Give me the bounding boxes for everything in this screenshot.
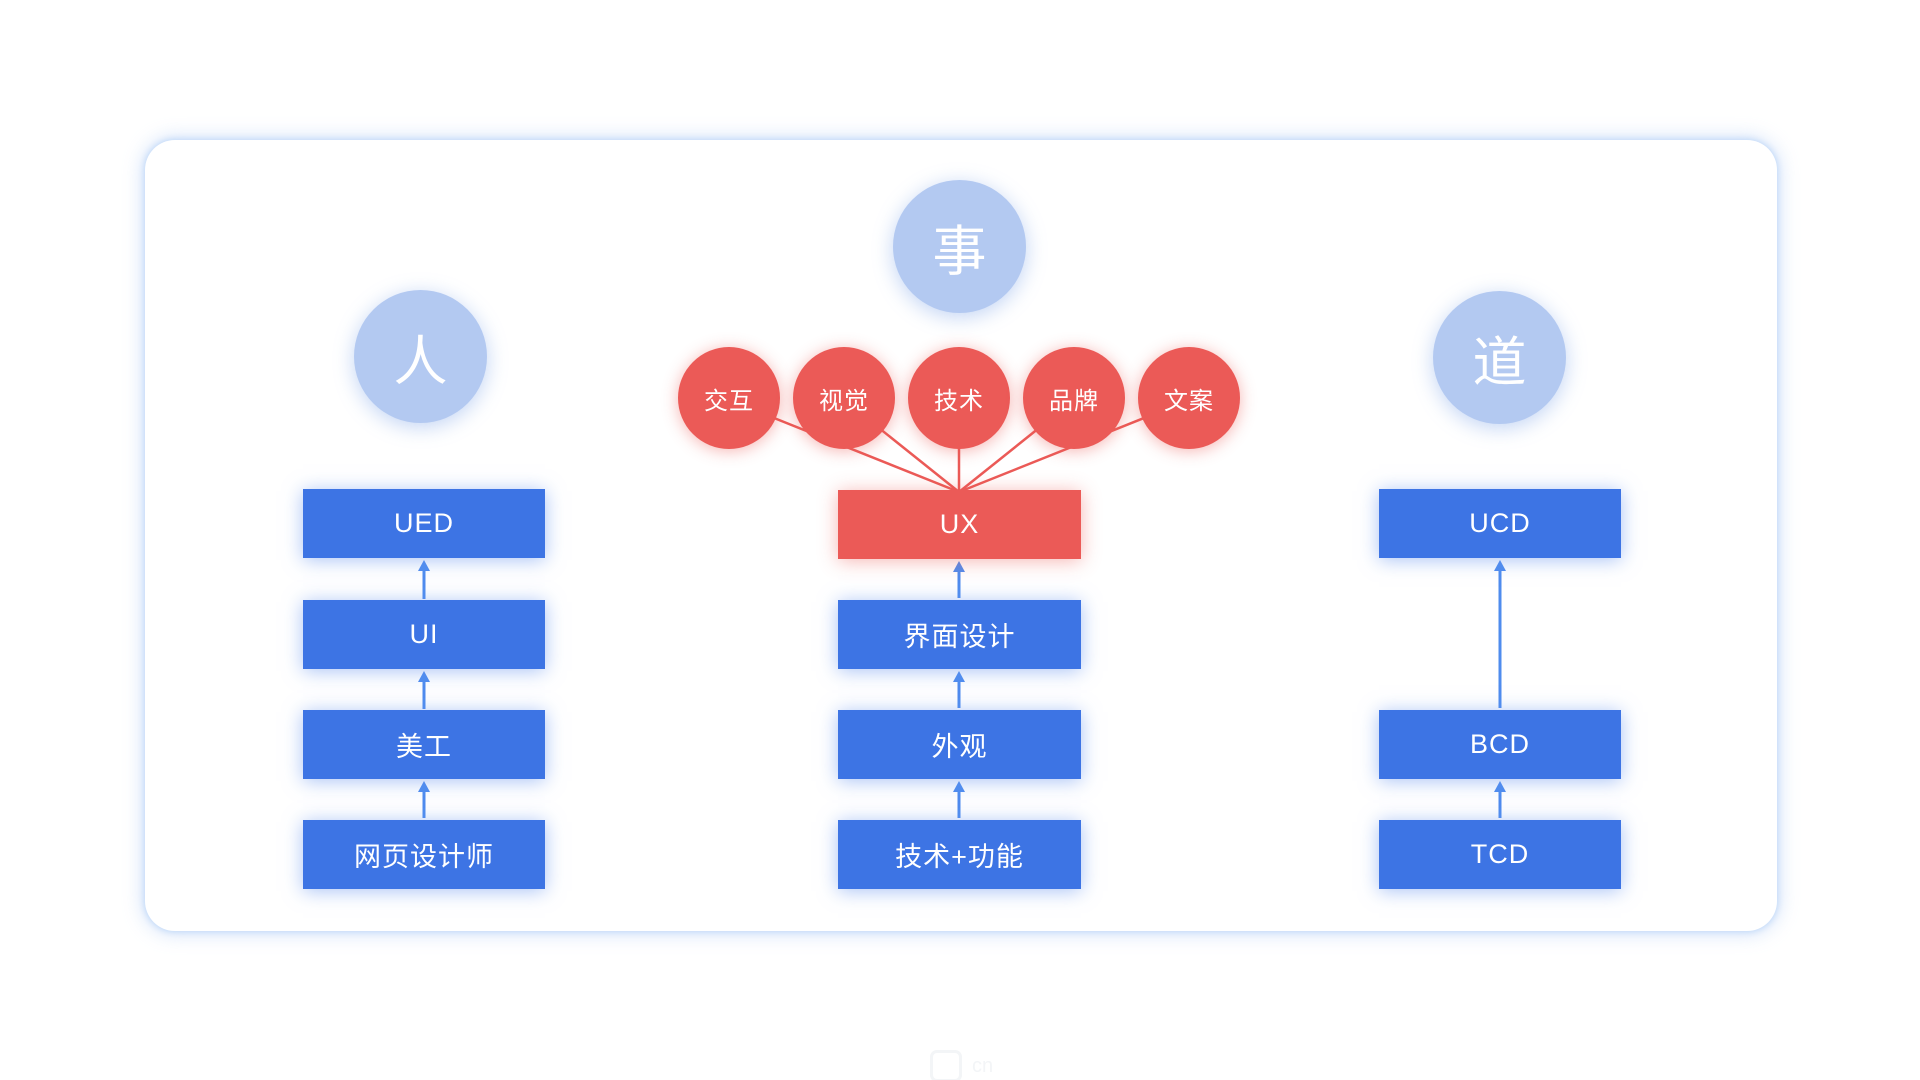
skill-circle-interaction-label: 交互 (704, 387, 754, 415)
node-ued-label: UED (393, 508, 454, 538)
node-tcd-label: TCD (1470, 839, 1530, 869)
skill-circle-copywriting: 文案 (1138, 347, 1240, 449)
node-web-designer-label: 网页设计师 (354, 842, 494, 872)
skill-circle-interaction: 交互 (678, 347, 780, 449)
concept-circle-matter: 事 (893, 180, 1026, 313)
concept-circle-person: 人 (354, 290, 487, 423)
watermark-logo-icon (930, 1050, 962, 1080)
node-interface-design-label: 界面设计 (903, 622, 1016, 652)
node-tcd: TCD (1379, 820, 1621, 889)
node-bcd-label: BCD (1469, 729, 1530, 759)
watermark: cn (930, 1050, 993, 1080)
node-ui-label: UI (409, 619, 439, 649)
node-ued: UED (303, 489, 545, 558)
node-appearance: 外观 (838, 710, 1081, 779)
skill-circle-copywriting-label: 文案 (1164, 387, 1214, 415)
node-ui: UI (303, 600, 545, 669)
node-artist: 美工 (303, 710, 545, 779)
watermark-text: cn (972, 1054, 994, 1077)
node-tech-function: 技术+功能 (838, 820, 1081, 889)
node-ucd-label: UCD (1469, 508, 1531, 538)
concept-circle-person-label: 人 (393, 332, 448, 392)
node-bcd: BCD (1379, 710, 1621, 779)
node-ux-hub: UX (838, 490, 1081, 559)
skill-circle-visual-label: 视觉 (819, 387, 869, 415)
node-artist-label: 美工 (396, 732, 452, 762)
concept-circle-matter-label: 事 (932, 222, 987, 282)
concept-circle-way-label: 道 (1472, 333, 1527, 393)
node-web-designer: 网页设计师 (303, 820, 545, 889)
skill-circle-brand: 品牌 (1023, 347, 1125, 449)
skill-circle-technology: 技术 (908, 347, 1010, 449)
node-ux-hub-label: UX (939, 509, 980, 539)
skill-circle-technology-label: 技术 (934, 387, 984, 415)
skill-circle-visual: 视觉 (793, 347, 895, 449)
node-ucd: UCD (1379, 489, 1621, 558)
node-appearance-label: 外观 (931, 732, 988, 762)
concept-circle-way: 道 (1433, 291, 1566, 424)
node-tech-function-label: 技术+功能 (895, 842, 1024, 872)
node-interface-design: 界面设计 (838, 600, 1081, 669)
skill-circle-brand-label: 品牌 (1049, 387, 1099, 415)
